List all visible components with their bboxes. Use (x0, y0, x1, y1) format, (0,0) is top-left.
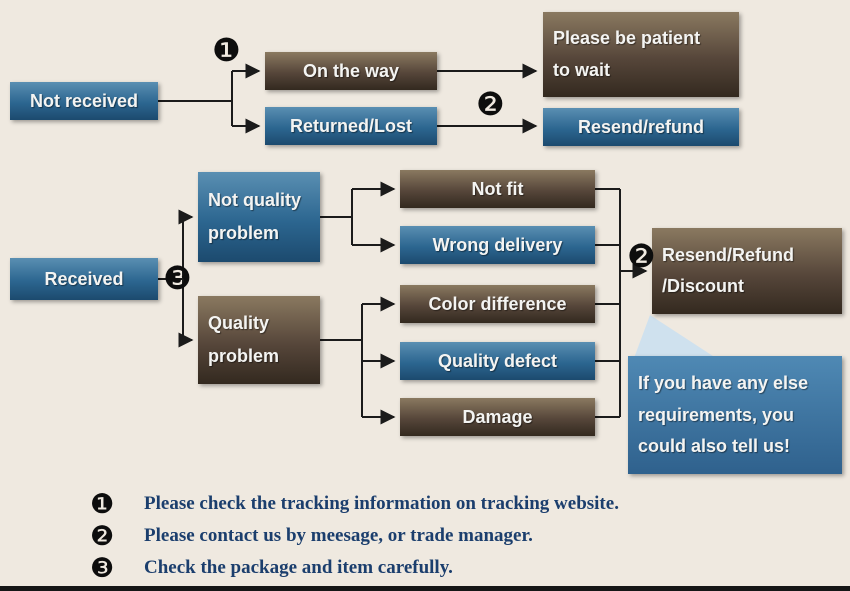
node-resend-refund: Resend/refund (543, 108, 739, 146)
legend-step-1-text: Please check the tracking information on… (144, 493, 619, 514)
node-quality-problem: Quality problem (198, 296, 320, 384)
legend-row-2: ❷ Please contact us by meesage, or trade… (90, 520, 810, 552)
node-quality-problem-line1: Quality (208, 313, 270, 334)
step-2-marker-right: ❷ (627, 237, 656, 275)
node-not-quality-problem-line2: problem (208, 223, 280, 243)
bottom-border-bar (0, 586, 850, 591)
legend-step-2-icon: ❷ (90, 520, 115, 552)
legend-step-3-icon: ❸ (90, 552, 115, 584)
speech-bubble-line1: If you have any else (638, 372, 809, 393)
node-please-be-patient-line1: Please be patient (553, 28, 701, 49)
step-3-marker-middle: ❸ (163, 259, 192, 297)
node-resend-refund-discount-line2: /Discount (662, 276, 745, 297)
node-quality-problem-line2: problem (208, 345, 280, 366)
node-please-be-patient-line2: to wait (553, 59, 610, 80)
node-resend-refund-discount-line1: Resend/Refund (662, 244, 795, 265)
speech-bubble-line3: could also tell us! (638, 436, 791, 457)
node-quality-defect: Quality defect (400, 342, 595, 380)
node-please-be-patient: Please be patient to wait (543, 12, 739, 97)
step-2-marker-top: ❷ (476, 85, 505, 123)
legend-row-3: ❸ Check the package and item carefully. (90, 552, 810, 584)
node-color-difference: Color difference (400, 285, 595, 323)
speech-bubble-line2: requirements, you (638, 404, 795, 425)
node-not-received: Not received (10, 82, 158, 120)
node-resend-refund-discount: Resend/Refund /Discount (652, 228, 842, 314)
speech-bubble: If you have any else requirements, you c… (628, 356, 842, 474)
node-returned-lost: Returned/Lost (265, 107, 437, 145)
speech-bubble-tail (634, 315, 716, 358)
node-damage: Damage (400, 398, 595, 436)
legend-step-3-text: Check the package and item carefully. (144, 557, 453, 578)
node-wrong-delivery: Wrong delivery (400, 226, 595, 264)
node-not-fit: Not fit (400, 170, 595, 208)
node-not-quality-problem: Not quality problem (198, 172, 320, 262)
legend-step-1-icon: ❶ (90, 488, 115, 520)
node-not-quality-problem-line1: Not quality (208, 190, 301, 210)
legend-row-1: ❶ Please check the tracking information … (90, 488, 810, 520)
node-on-the-way: On the way (265, 52, 437, 90)
node-received: Received (10, 258, 158, 300)
legend-step-2-text: Please contact us by meesage, or trade m… (144, 525, 533, 546)
step-1-marker-top: ❶ (212, 31, 241, 69)
legend: ❶ Please check the tracking information … (90, 488, 810, 584)
